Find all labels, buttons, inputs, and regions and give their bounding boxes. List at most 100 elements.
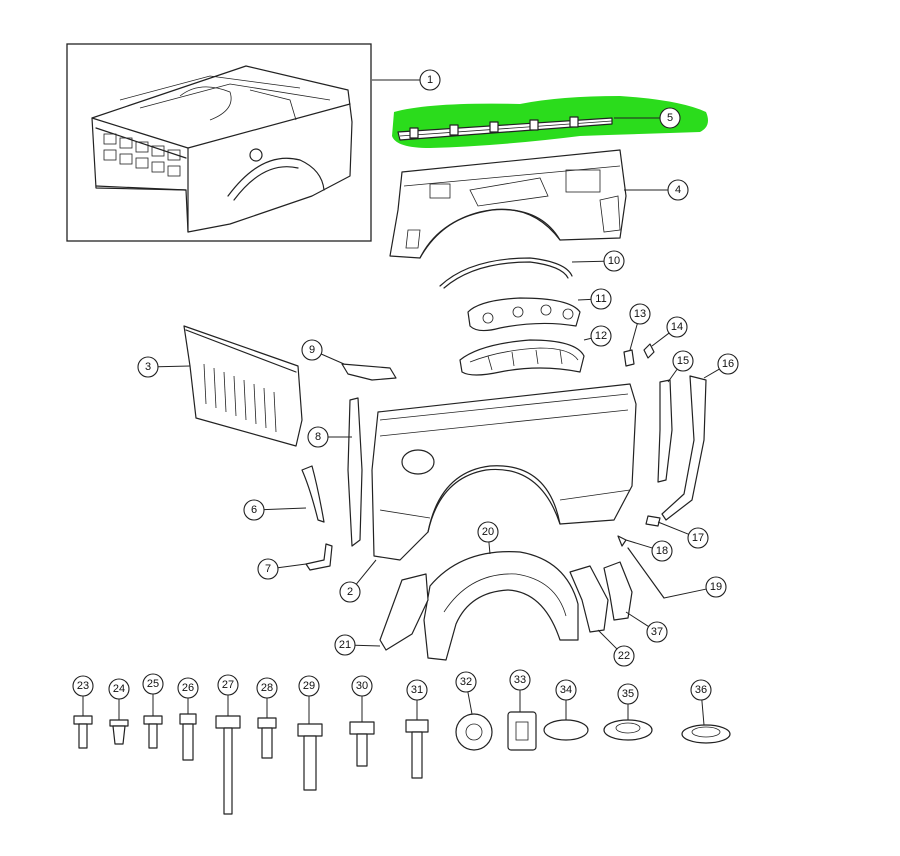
leader-line [625,611,649,627]
leader-line [320,353,345,365]
callout-circle [72,675,94,697]
callout-33: 33 [509,669,531,712]
pillar-part-15 [657,379,673,483]
callout-circle [307,426,329,448]
fastener-36 [681,724,731,744]
fastener-26 [179,713,197,761]
callout-6: 6 [243,499,307,521]
callout-number: 1 [427,74,433,86]
callout-number: 17 [692,532,704,544]
callout-circle [613,645,635,667]
fastener-27 [215,715,241,815]
callout-number: 31 [411,684,423,696]
callout-36: 36 [690,679,712,726]
callout-28: 28 [256,677,278,718]
callout-circle [243,499,265,521]
front-panel-part-3 [183,325,303,447]
callout-number: 12 [595,330,607,342]
callout-circle [455,671,477,693]
callout-number: 8 [315,431,321,443]
callout-circle [217,674,239,696]
callout-37: 37 [625,611,668,643]
pillar-part-8 [347,397,363,547]
callout-number: 30 [356,680,368,692]
leader-line [625,539,653,549]
callout-22: 22 [597,629,635,667]
callout-26: 26 [177,677,199,714]
bracket-part-12 [459,339,585,376]
callout-number: 9 [309,344,315,356]
callout-1: 1 [372,69,441,91]
wheelhouse-lip-part-10 [439,257,573,289]
callout-number: 28 [261,682,273,694]
callout-12: 12 [583,325,612,347]
leader-line [157,365,191,368]
callout-number: 15 [677,355,689,367]
callout-14: 14 [651,316,688,347]
callout-3: 3 [137,356,191,378]
callout-number: 10 [608,255,620,267]
callout-number: 7 [265,563,271,575]
callout-2: 2 [339,559,377,603]
callout-4: 4 [624,179,689,201]
callout-circle [406,679,428,701]
callout-number: 14 [671,321,683,333]
splash-shield-part-21 [379,573,429,651]
callout-number: 18 [656,545,668,557]
callout-8: 8 [307,426,352,448]
callout-number: 26 [182,682,194,694]
callout-circle [298,675,320,697]
pillar-part-16 [661,375,707,521]
callout-31: 31 [406,679,428,720]
callout-number: 20 [482,526,494,538]
callout-number: 27 [222,679,234,691]
callout-number: 29 [303,680,315,692]
clip-part-17 [645,515,661,527]
leader-line [583,337,592,341]
callout-circle [666,316,688,338]
callout-circle [646,621,668,643]
callout-number: 6 [251,504,257,516]
fastener-31 [405,719,429,779]
leader-line [354,644,381,647]
fastener-32 [455,713,493,751]
leader-line [277,563,307,569]
leader-line [355,559,377,585]
bracket-part-13 [623,349,635,367]
callout-13: 13 [629,303,651,351]
fastener-28 [257,717,277,759]
callout-number: 21 [339,639,351,651]
callout-number: 34 [560,684,572,696]
callout-number: 19 [710,581,722,593]
fastener-25 [143,715,163,749]
callout-circle [301,339,323,361]
callout-18: 18 [625,539,673,562]
callout-number: 35 [622,688,634,700]
callout-circle [617,683,639,705]
callout-25: 25 [142,673,164,716]
callout-circle [590,288,612,310]
callout-circle [477,521,499,543]
callout-16: 16 [703,353,739,379]
callout-24: 24 [108,678,130,720]
leader-line [629,323,638,351]
callout-number: 4 [675,184,681,196]
callout-circle [334,634,356,656]
inner-box-panel-part-4 [389,149,627,259]
splash-shield-part-37 [603,561,633,621]
truck-bed-assembly [91,65,353,233]
callout-circle [256,677,278,699]
callout-number: 3 [145,361,151,373]
leader-line [467,691,473,715]
rod-part-19 [627,547,665,599]
callout-circle [687,527,709,549]
callout-7: 7 [257,558,307,580]
clip-part-18 [617,535,627,547]
leader-line [651,332,670,347]
callout-number: 23 [77,680,89,692]
callout-23: 23 [72,675,94,716]
callout-circle [555,679,577,701]
leader-line [577,298,592,301]
bracket-part-11 [467,297,581,332]
